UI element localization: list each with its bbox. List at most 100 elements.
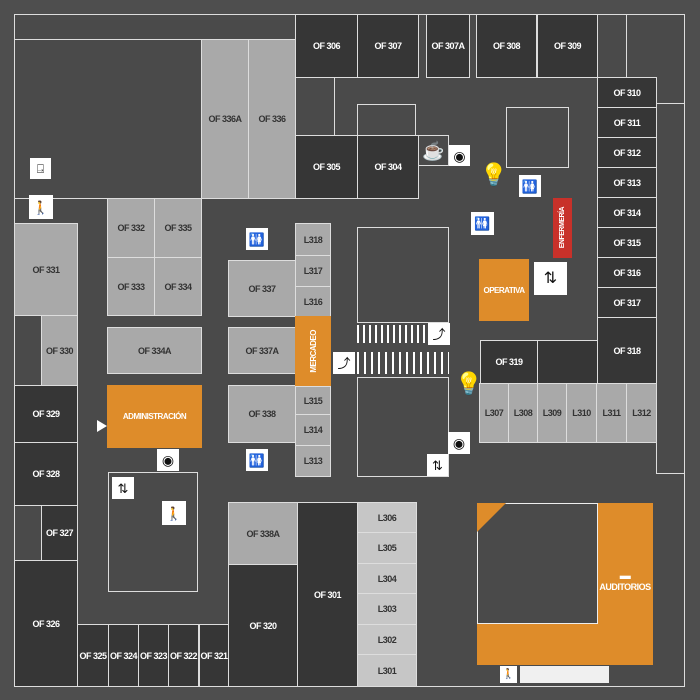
room-l318[interactable]: L318 xyxy=(295,223,331,256)
room-of332[interactable]: OF 332 xyxy=(107,198,155,258)
room-unlabeled[interactable] xyxy=(537,340,598,384)
room-of314[interactable]: OF 314 xyxy=(597,197,657,228)
room-l306[interactable]: L306 xyxy=(357,502,417,533)
restroom-icon: 🚻 xyxy=(519,175,541,197)
atrium xyxy=(357,377,449,477)
room-l316[interactable]: L316 xyxy=(295,286,331,317)
restroom-icon: 🚻 xyxy=(246,449,268,471)
escalator xyxy=(357,352,449,374)
room-of316[interactable]: OF 316 xyxy=(597,257,657,288)
room-of324[interactable]: OF 324 xyxy=(108,624,139,687)
restroom-icon: 🚻 xyxy=(246,228,268,250)
mercadeo-label: MERCADEO xyxy=(308,329,318,373)
stairs-icon: 🚶 xyxy=(500,666,517,683)
area-mercadeo[interactable]: MERCADEO xyxy=(295,316,331,386)
room-of313[interactable]: OF 313 xyxy=(597,167,657,198)
room-of304[interactable]: OF 304 xyxy=(357,135,419,199)
atrium xyxy=(357,227,449,323)
room-l302[interactable]: L302 xyxy=(357,624,417,655)
room-l315[interactable]: L315 xyxy=(295,386,331,415)
lightbulb-icon: 💡 xyxy=(455,371,483,396)
room-l314[interactable]: L314 xyxy=(295,414,331,446)
room-of311[interactable]: OF 311 xyxy=(597,107,657,138)
room-of315[interactable]: OF 315 xyxy=(597,227,657,258)
room-of327[interactable]: OF 327 xyxy=(41,505,78,561)
room-of307a[interactable]: OF 307A xyxy=(426,14,470,78)
escalator-icon: ⤴ xyxy=(428,323,450,345)
room-of312[interactable]: OF 312 xyxy=(597,137,657,168)
fire-hose-icon: ◉ xyxy=(449,145,470,166)
elevator-icon: ⇅ xyxy=(427,454,448,476)
room-of330[interactable]: OF 330 xyxy=(41,315,78,386)
elevator-icon: ⇅ xyxy=(112,477,134,499)
room-of317[interactable]: OF 317 xyxy=(597,287,657,318)
room-of308[interactable]: OF 308 xyxy=(476,14,537,78)
space xyxy=(357,104,416,136)
enfermeria-label: ENFERMERÍA xyxy=(559,207,566,249)
area-administracion[interactable]: ADMINISTRACIÓN xyxy=(107,385,202,448)
room-of318[interactable]: OF 318 xyxy=(597,317,657,384)
room-of301[interactable]: OF 301 xyxy=(297,502,358,687)
room-of321[interactable]: OF 321 xyxy=(199,624,229,687)
stairs-icon: 🚶 xyxy=(29,195,53,219)
room-of306[interactable]: OF 306 xyxy=(295,14,358,78)
space xyxy=(295,77,335,136)
room-of319[interactable]: OF 319 xyxy=(480,340,538,384)
auditorios-label: ▬AUDITORIOS xyxy=(598,570,652,592)
room-of336[interactable]: OF 336 xyxy=(248,39,296,199)
stairwell xyxy=(108,472,198,592)
room-of323[interactable]: OF 323 xyxy=(138,624,169,687)
room-of322[interactable]: OF 322 xyxy=(168,624,199,687)
room-of336a[interactable]: OF 336A xyxy=(201,39,249,199)
room-of320[interactable]: OF 320 xyxy=(228,564,298,687)
elevator-icon: ⇅ xyxy=(534,262,567,295)
escalator-icon: ⤴ xyxy=(333,352,355,374)
room-of309[interactable]: OF 309 xyxy=(537,14,598,78)
room-l311[interactable]: L311 xyxy=(596,383,627,443)
room-l305[interactable]: L305 xyxy=(357,532,417,564)
room-l312[interactable]: L312 xyxy=(626,383,657,443)
space xyxy=(656,103,685,474)
lightbulb-icon: 💡 xyxy=(480,162,508,187)
area-enfermeria[interactable]: ENFERMERÍA xyxy=(553,198,572,258)
room-of335[interactable]: OF 335 xyxy=(154,198,202,258)
room-of333[interactable]: OF 333 xyxy=(107,257,155,316)
room-of328[interactable]: OF 328 xyxy=(14,442,78,506)
room-l309[interactable]: L309 xyxy=(537,383,567,443)
room-of307[interactable]: OF 307 xyxy=(357,14,419,78)
you-are-here-marker xyxy=(97,420,107,432)
fire-hose-icon: ◉ xyxy=(448,432,470,454)
room-of326[interactable]: OF 326 xyxy=(14,560,78,687)
auditorium-icon: ▬ xyxy=(619,570,631,582)
room-of305[interactable]: OF 305 xyxy=(295,135,358,199)
room-l308[interactable]: L308 xyxy=(508,383,538,443)
room-l317[interactable]: L317 xyxy=(295,255,331,287)
room-of337[interactable]: OF 337 xyxy=(228,260,296,317)
stairs-icon: 🚶 xyxy=(162,501,186,525)
area-operativa[interactable]: OPERATIVA xyxy=(479,259,529,321)
emergency-exit-icon: ⍈ xyxy=(30,158,51,179)
room-of338a[interactable]: OF 338A xyxy=(228,502,298,565)
room-l303[interactable]: L303 xyxy=(357,593,417,625)
room-of334[interactable]: OF 334 xyxy=(154,257,202,316)
room-of310[interactable]: OF 310 xyxy=(597,77,657,108)
fire-hose-icon: ◉ xyxy=(157,449,179,471)
room-l304[interactable]: L304 xyxy=(357,563,417,594)
space xyxy=(506,107,569,168)
room-l313[interactable]: L313 xyxy=(295,445,331,477)
room-l307[interactable]: L307 xyxy=(479,383,509,443)
room-of338[interactable]: OF 338 xyxy=(228,385,296,443)
room-l301[interactable]: L301 xyxy=(357,654,417,687)
room-of334a[interactable]: OF 334A xyxy=(107,327,202,374)
room-of337a[interactable]: OF 337A xyxy=(228,327,296,374)
room-of329[interactable]: OF 329 xyxy=(14,385,78,443)
auditorium-inner xyxy=(477,503,598,624)
coffee-icon: ☕ xyxy=(418,135,449,166)
auditorios-text: AUDITORIOS xyxy=(599,582,651,592)
entrance-bar xyxy=(520,666,609,683)
room-l310[interactable]: L310 xyxy=(566,383,597,443)
room-of325[interactable]: OF 325 xyxy=(77,624,109,687)
restroom-icon: 🚻 xyxy=(471,212,494,235)
room-of331[interactable]: OF 331 xyxy=(14,223,78,316)
escalator xyxy=(357,325,427,343)
